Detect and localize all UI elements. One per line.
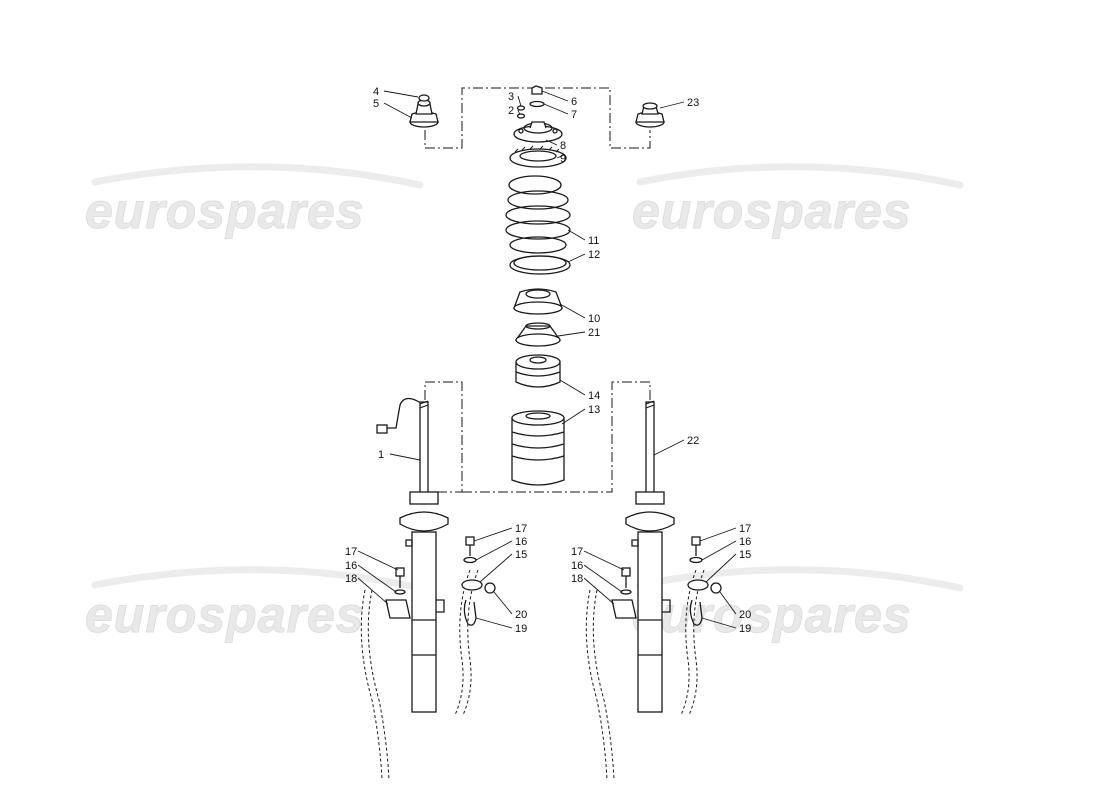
callout-17-left: 17 bbox=[345, 546, 357, 558]
svg-text:eurospares: eurospares bbox=[85, 183, 365, 239]
callout-17-right: 17 bbox=[571, 546, 583, 558]
watermark-top-left: eurospares bbox=[85, 163, 424, 240]
rubber-cone bbox=[514, 322, 562, 347]
callout-19-right: 19 bbox=[739, 623, 751, 635]
callout-19-left: 19 bbox=[515, 623, 527, 635]
callout-1: 1 bbox=[378, 449, 384, 461]
callout-13: 13 bbox=[588, 404, 600, 416]
right-strut bbox=[625, 400, 675, 713]
callout-23: 23 bbox=[687, 97, 699, 109]
left-hardware bbox=[385, 536, 496, 626]
watermark-bottom-right: eurospares bbox=[632, 566, 964, 644]
callout-14: 14 bbox=[588, 390, 600, 402]
callout-10: 10 bbox=[588, 313, 600, 325]
left-brake-hose bbox=[360, 569, 479, 781]
callout-17-mid-left: 17 bbox=[515, 523, 527, 535]
svg-text:eurospares: eurospares bbox=[632, 183, 912, 239]
callout-16-right: 16 bbox=[571, 560, 583, 572]
right-top-mount bbox=[635, 102, 665, 128]
svg-text:eurospares: eurospares bbox=[632, 587, 912, 643]
spring-pad bbox=[509, 255, 571, 275]
left-top-mount bbox=[409, 94, 439, 128]
coil-spring bbox=[505, 175, 571, 254]
callout-22: 22 bbox=[687, 435, 699, 447]
right-brake-hose bbox=[585, 569, 705, 781]
callout-16-mid-left: 16 bbox=[515, 536, 527, 548]
callout-5: 5 bbox=[373, 98, 379, 110]
dust-boot bbox=[511, 410, 565, 486]
callout-labels: 4 5 3 2 6 7 8 9 23 11 12 10 21 14 13 1 2… bbox=[345, 86, 751, 635]
right-hardware bbox=[611, 536, 722, 626]
callout-18-right: 18 bbox=[571, 573, 583, 585]
callout-7: 7 bbox=[571, 109, 577, 121]
callout-20-left: 20 bbox=[515, 609, 527, 621]
top-nut bbox=[529, 85, 545, 108]
left-strut bbox=[376, 397, 449, 713]
callout-15-left: 15 bbox=[515, 549, 527, 561]
callout-3: 3 bbox=[508, 91, 514, 103]
small-washers bbox=[516, 105, 526, 119]
bump-stop bbox=[515, 354, 561, 388]
callout-6: 6 bbox=[571, 96, 577, 108]
callout-15-right: 15 bbox=[739, 549, 751, 561]
bottom-bracket-lines bbox=[424, 381, 651, 493]
callout-11: 11 bbox=[588, 235, 599, 247]
callout-2: 2 bbox=[508, 105, 514, 117]
callout-12: 12 bbox=[588, 249, 600, 261]
spring-seat-upper bbox=[509, 145, 567, 168]
leader-lines bbox=[357, 90, 737, 629]
upper-mount-plate bbox=[513, 121, 563, 143]
callout-9: 9 bbox=[560, 153, 566, 165]
callout-20-right: 20 bbox=[739, 609, 751, 621]
callout-16-far-right: 16 bbox=[739, 536, 751, 548]
callout-21: 21 bbox=[588, 327, 600, 339]
callout-16-left: 16 bbox=[345, 560, 357, 572]
bump-cap bbox=[513, 288, 563, 315]
callout-4: 4 bbox=[373, 86, 379, 98]
watermark-bottom-left: eurospares bbox=[85, 566, 424, 644]
svg-text:eurospares: eurospares bbox=[85, 587, 365, 643]
callout-17-far-right: 17 bbox=[739, 523, 751, 535]
callout-18-left: 18 bbox=[345, 573, 357, 585]
watermark-top-right: eurospares bbox=[632, 163, 964, 240]
callout-8: 8 bbox=[560, 140, 566, 152]
